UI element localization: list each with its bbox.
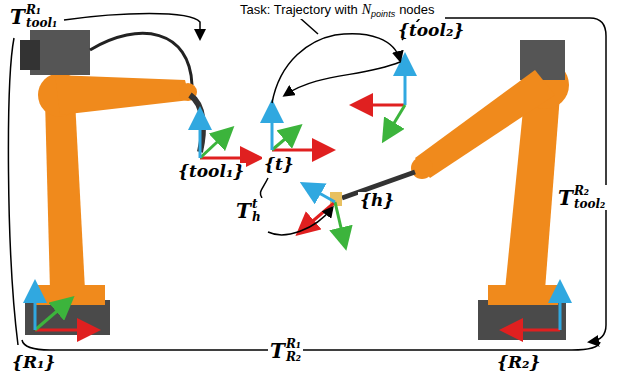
frame-name: {h}: [360, 190, 394, 210]
illustration-shape: [35, 329, 95, 332]
illustration-shape: [272, 128, 298, 150]
illustration-shape: [268, 208, 332, 235]
subscript: R₂: [286, 351, 301, 364]
illustration-shape: [305, 185, 335, 202]
illustration-shape: [335, 202, 345, 245]
script-stack: th: [252, 198, 261, 223]
illustration-shape: [34, 285, 37, 330]
subscript: h: [252, 211, 261, 224]
illustration-shape: [404, 58, 407, 105]
transform-label: TR₂tool₂: [556, 185, 607, 210]
subscript: points: [371, 9, 395, 19]
illustration-shape: [271, 105, 274, 150]
illustration-shape: [260, 178, 268, 198]
illustration-shape: [355, 104, 405, 107]
frame-label: {tool₂}: [396, 22, 466, 39]
illustration-shape: [8, 14, 606, 351]
subscript: tool₁: [26, 17, 57, 30]
illustration-shape: [35, 300, 70, 330]
transform-symbol: T: [558, 188, 573, 208]
frame-label: {R₁}: [10, 354, 57, 371]
script-stack: R₂tool₂: [574, 185, 605, 210]
superscript: R₁: [26, 4, 57, 17]
frame-name: {tool₂}: [398, 20, 464, 40]
illustration-shape: [300, 18, 318, 34]
transform-label: TR₁tool₁: [8, 4, 59, 29]
illustration-shape: [22, 340, 600, 350]
illustration-shape: [199, 112, 202, 158]
illustration-shape: [272, 149, 330, 152]
illustration-shape: [415, 70, 555, 178]
illustration-shape: [520, 40, 565, 80]
illustration-shape: [55, 75, 190, 115]
illustration-shape: [285, 62, 400, 95]
illustration-shape: [35, 58, 560, 330]
frame-name: {t}: [264, 154, 294, 174]
illustration-shape: [505, 329, 560, 332]
transform-symbol: T: [10, 7, 25, 27]
illustration-shape: [200, 157, 258, 160]
script-stack: R₁R₂: [286, 338, 301, 363]
illustration-shape: [411, 157, 433, 179]
illustration-shape: [20, 40, 40, 70]
illustration-shape: [300, 202, 335, 232]
transform-symbol: T: [236, 201, 251, 221]
transform-label: TR₁R₂: [268, 338, 303, 363]
illustration-shape: [200, 130, 230, 158]
superscript: t: [252, 198, 261, 211]
illustration-shape: [45, 100, 85, 290]
illustration-shape: [385, 105, 405, 138]
task-note: Task: Trajectory with Npoints nodes: [238, 1, 437, 19]
frame-label: {tool₁}: [176, 163, 246, 180]
script-stack: R₁tool₁: [26, 4, 57, 29]
illustration-shape: [559, 285, 562, 330]
illustration-shape: [445, 18, 606, 342]
frame-label: {R₂}: [495, 354, 542, 371]
frame-name: {R₂}: [497, 352, 540, 372]
illustration-shape: [8, 38, 18, 345]
illustration-shape: [272, 34, 400, 103]
illustration-shape: [25, 300, 110, 335]
frame-label: {t}: [262, 156, 296, 173]
illustration-shape: [478, 300, 566, 340]
transform-label: Tth: [234, 198, 263, 223]
subscript: tool₂: [574, 198, 605, 211]
illustration-shape: [90, 33, 192, 85]
frame-label: {h}: [358, 192, 396, 209]
illustration-shape: [64, 14, 200, 39]
superscript: R₂: [574, 185, 605, 198]
transform-symbol: T: [270, 341, 285, 361]
symbol-n: N: [362, 2, 371, 17]
task-text: nodes: [399, 2, 434, 17]
task-text: Task: Trajectory with: [240, 2, 358, 17]
superscript: R₁: [286, 338, 301, 351]
frame-name: {tool₁}: [178, 161, 244, 181]
frame-name: {R₁}: [12, 352, 55, 372]
